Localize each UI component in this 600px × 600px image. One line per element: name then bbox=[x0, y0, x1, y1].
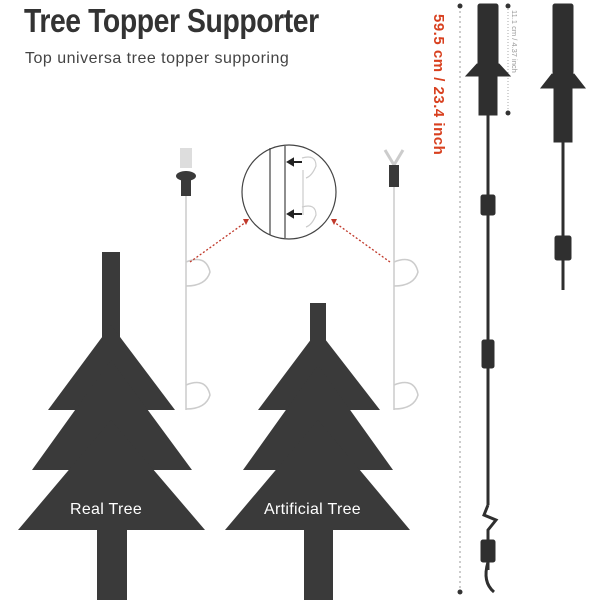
total-length-text: 59.5 cm / 23.4 inch bbox=[430, 14, 447, 156]
real-tree-label: Real Tree bbox=[70, 501, 143, 518]
supporter-short-view bbox=[539, 3, 587, 290]
artificial-tree-shape bbox=[225, 303, 410, 600]
artificial-tree-label: Artificial Tree bbox=[264, 501, 361, 518]
supporter-on-real-tree bbox=[185, 195, 211, 410]
supporter-top-artificial bbox=[383, 149, 405, 187]
page-title: Tree Topper Supporter bbox=[24, 2, 319, 39]
pointer-arrowhead-left bbox=[243, 219, 249, 225]
pointer-lines bbox=[189, 221, 391, 263]
supporter-on-artificial-tree bbox=[393, 185, 419, 410]
total-length-label: 59.5 cm / 23.4 inch bbox=[430, 14, 450, 174]
arrow-icon bbox=[286, 157, 302, 219]
real-tree-shape bbox=[18, 252, 205, 600]
supporter-full-view bbox=[464, 3, 512, 594]
detail-magnifier bbox=[241, 144, 337, 240]
page-subtitle: Top universa tree topper supporing bbox=[25, 50, 290, 67]
supporter-top-real bbox=[176, 148, 196, 196]
pointer-arrowhead-right bbox=[331, 219, 337, 225]
top-length-text: 11.1 cm / 4.37 inch bbox=[510, 10, 519, 73]
